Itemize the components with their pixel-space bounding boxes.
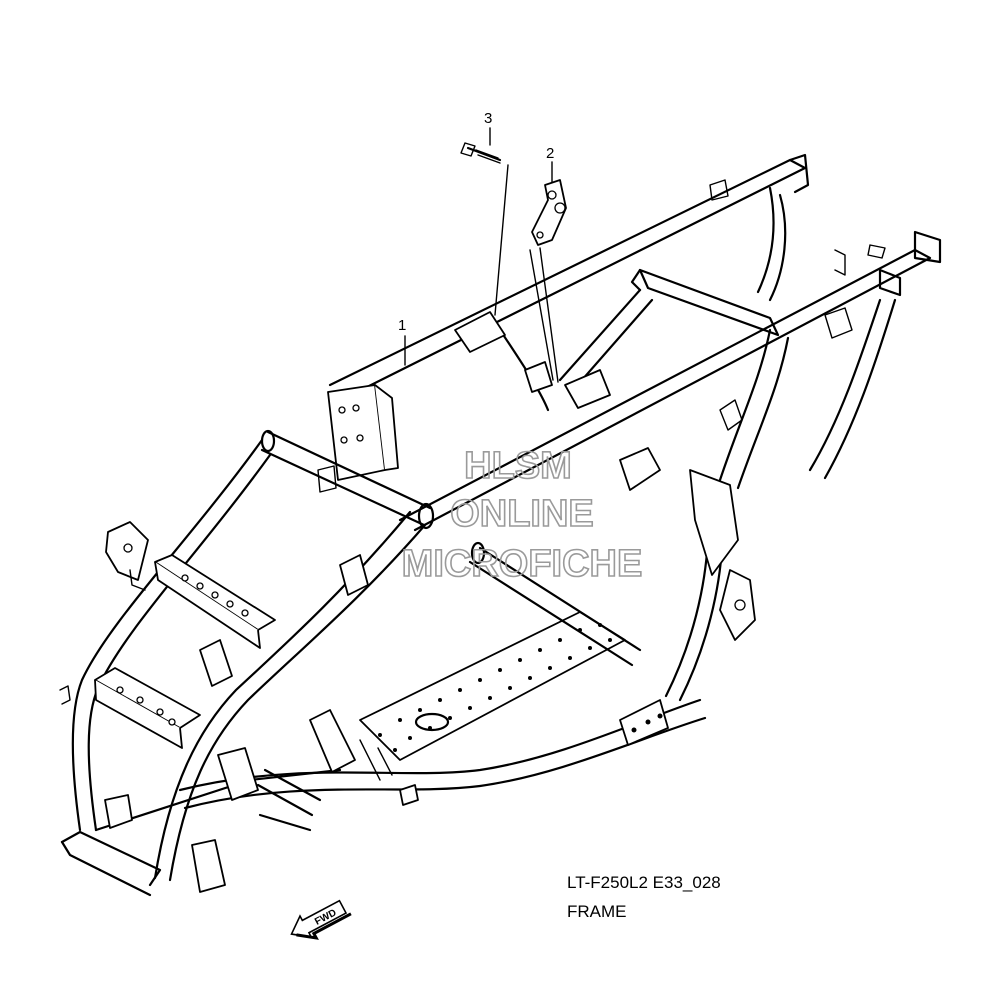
callout-1: 1 xyxy=(398,317,406,366)
bolt-part xyxy=(460,142,509,316)
callout-number-3: 3 xyxy=(484,110,492,127)
callout-2: 2 xyxy=(546,145,554,183)
watermark-line-1: HLSM xyxy=(464,445,572,487)
bracket-part xyxy=(529,179,567,383)
watermark-line-3: MICROFICHE xyxy=(402,543,643,585)
callout-number-1: 1 xyxy=(398,317,406,334)
watermark-line-2: ONLINE xyxy=(450,493,594,535)
diagram-title: FRAME xyxy=(567,902,627,921)
fwd-label: FWD xyxy=(313,907,338,927)
footrest-holes xyxy=(378,623,612,752)
fwd-arrow-icon: FWD xyxy=(290,899,352,940)
callout-number-2: 2 xyxy=(546,145,554,162)
callout-3: 3 xyxy=(484,110,492,146)
model-code: LT-F250L2 E33_028 xyxy=(567,873,721,892)
frame-assembly xyxy=(59,153,942,897)
watermark: HLSM ONLINE MICROFICHE xyxy=(401,444,643,586)
